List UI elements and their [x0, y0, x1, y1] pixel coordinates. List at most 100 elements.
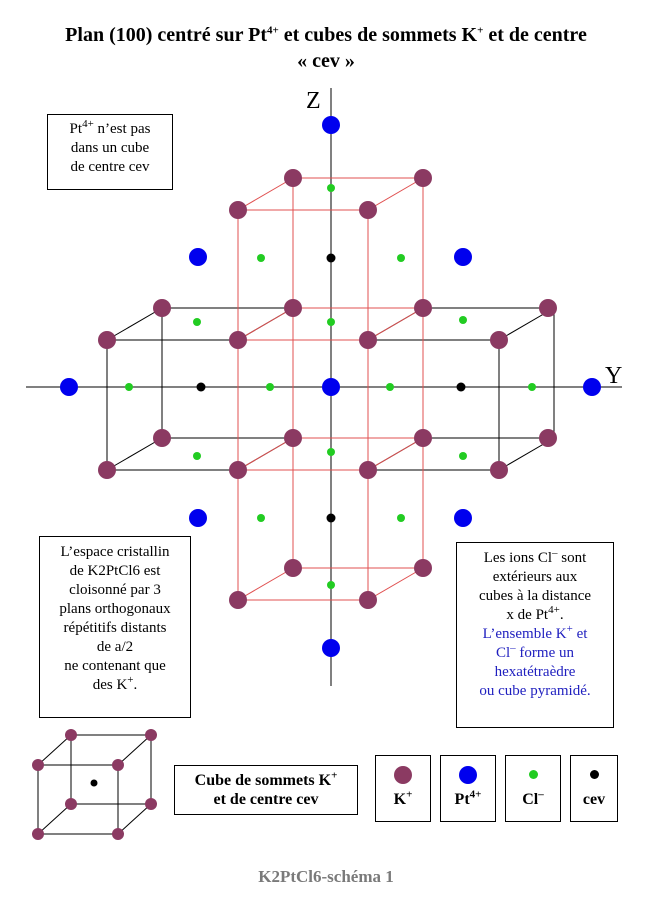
cl-ion	[459, 452, 467, 460]
note-text: sont	[557, 550, 587, 566]
k-ion	[414, 299, 432, 317]
z-axis-label: Z	[306, 88, 321, 114]
legend-label: K	[393, 791, 407, 808]
left-cube-edge	[106, 437, 163, 471]
cl-ion	[327, 448, 335, 456]
pt-ion	[454, 248, 472, 266]
note-text: et	[572, 626, 588, 642]
top-cube-edge	[237, 307, 294, 341]
small-cube-k-ion	[32, 759, 44, 771]
k-ion	[414, 169, 432, 187]
small-cube-k-ion	[65, 798, 77, 810]
note-text: Cl	[495, 645, 511, 661]
cl-ion	[459, 316, 467, 324]
cl-ion	[528, 383, 536, 391]
pt-ion	[189, 248, 207, 266]
pt-ion	[322, 378, 340, 396]
note-text: plans orthogonaux	[59, 601, 171, 617]
bottom-cube-edge	[367, 567, 424, 601]
title-part: et de centre	[483, 24, 587, 46]
small-cube-k-ion	[145, 729, 157, 741]
note-text: dans un cube	[70, 140, 150, 156]
legend-cev: cev	[570, 755, 618, 822]
note-text: répétitifs distants	[63, 620, 167, 636]
y-axis-label: Y	[605, 363, 622, 389]
k-ion	[229, 591, 247, 609]
cev-center	[326, 513, 336, 523]
note-cl-ions: Les ions Cl– sont extérieurs aux cubes à…	[456, 542, 614, 728]
title-line-1: Plan (100) centré sur Pt4+ et cubes de s…	[0, 22, 652, 48]
note-sup: +	[127, 674, 134, 686]
k-ion	[153, 299, 171, 317]
note-sup: 4+	[82, 118, 94, 130]
cl-ion	[266, 383, 274, 391]
k-ion	[490, 461, 508, 479]
k-ion	[284, 559, 302, 577]
k-ion	[359, 461, 377, 479]
k-ion	[284, 169, 302, 187]
title-line-2: « cev »	[297, 50, 355, 72]
legend-sup: 4+	[469, 788, 482, 801]
note-text: de K2PtCl6 est	[69, 563, 161, 579]
note-text: forme un	[515, 645, 574, 661]
pt-ion	[322, 116, 340, 134]
k-ion	[414, 559, 432, 577]
note-text: extérieurs aux	[492, 569, 578, 585]
small-cube-edge	[37, 734, 72, 766]
note-sup: +	[566, 623, 573, 635]
pt-ion	[189, 509, 207, 527]
cev-center	[196, 382, 206, 392]
note-text: x de Pt	[506, 607, 549, 623]
bottom-cube-edge	[237, 567, 294, 601]
cl-ion	[257, 254, 265, 262]
legend-label: cev	[582, 791, 606, 808]
k-ion	[539, 429, 557, 447]
legend-sup: +	[406, 788, 413, 801]
cl-ion	[327, 184, 335, 192]
note-text: de a/2	[96, 639, 134, 655]
note-text: ou cube pyramidé.	[479, 683, 591, 699]
note-text: .	[133, 677, 138, 693]
cl-ion	[257, 514, 265, 522]
k-ion	[359, 331, 377, 349]
cl-ion	[397, 254, 405, 262]
cl-ion	[397, 514, 405, 522]
k-ion	[229, 201, 247, 219]
k-ion	[229, 331, 247, 349]
cev-center	[456, 382, 466, 392]
title-part: Plan (100) centré sur Pt	[65, 24, 267, 46]
left-cube-edge	[106, 307, 163, 341]
top-cube-edge	[237, 177, 294, 211]
pt-ion	[322, 639, 340, 657]
cl-ion	[386, 383, 394, 391]
legend-k-swatch	[394, 766, 412, 784]
title-sup: +	[477, 24, 484, 37]
k-ion	[153, 429, 171, 447]
note-text: n’est pas	[93, 121, 151, 137]
pt-ion	[454, 509, 472, 527]
k-ion	[490, 331, 508, 349]
footer-caption: K2PtCl6-schéma 1	[258, 867, 394, 886]
note-text: Les ions Cl	[483, 550, 553, 566]
cl-ion	[327, 318, 335, 326]
top-cube-edge	[367, 307, 424, 341]
cl-ion	[125, 383, 133, 391]
bottom-cube-edge	[237, 437, 294, 471]
cev-center	[326, 253, 336, 263]
small-cube-edge	[117, 734, 152, 766]
small-cube-edge	[117, 803, 152, 835]
k-ion	[98, 331, 116, 349]
k-ion	[414, 429, 432, 447]
title-part: et cubes de sommets K	[278, 24, 478, 46]
legend-label: Cl	[522, 791, 539, 808]
note-text: L’espace cristallin	[60, 544, 170, 560]
note-text: ne contenant que	[64, 658, 166, 674]
note-text: des K	[92, 677, 128, 693]
legend-cev-swatch	[589, 770, 599, 779]
k-ion	[229, 461, 247, 479]
small-cube-k-ion	[112, 759, 124, 771]
k-ion	[284, 429, 302, 447]
legend-sup: –	[538, 788, 544, 801]
k-ion	[539, 299, 557, 317]
